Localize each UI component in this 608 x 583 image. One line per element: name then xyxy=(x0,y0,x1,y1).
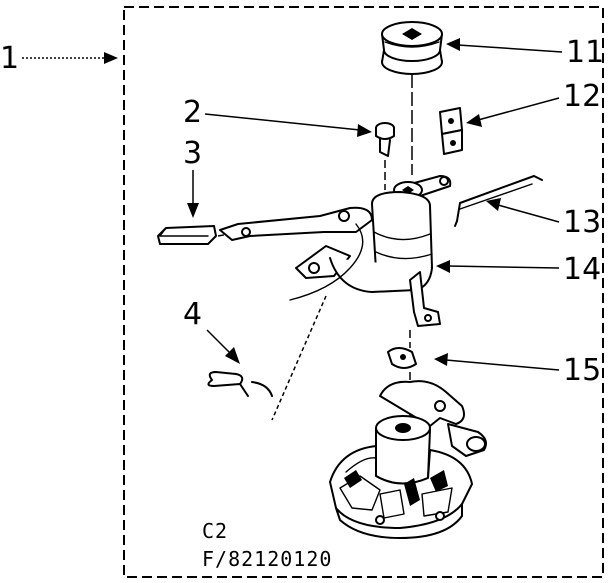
callout-14-label: 14 xyxy=(563,252,601,287)
caption-figure-number: F/82120120 xyxy=(202,547,332,571)
wire-rod-part xyxy=(454,175,543,227)
callout-4-label: 4 xyxy=(183,297,202,332)
bracket-part xyxy=(439,107,463,155)
callout-14: 14 xyxy=(436,252,601,287)
callout-15: 15 xyxy=(434,353,601,388)
callout-2: 2 xyxy=(183,95,372,137)
pulley-part xyxy=(381,21,443,75)
figure-caption: C2 F/82120120 xyxy=(202,519,332,571)
callout-3: 3 xyxy=(183,136,202,218)
base-assembly xyxy=(329,380,487,539)
callout-11: 11 xyxy=(446,35,604,70)
screw-part xyxy=(375,122,395,190)
washer-part xyxy=(387,347,417,369)
spring-clip-part xyxy=(207,371,273,397)
callout-12: 12 xyxy=(466,79,601,127)
callout-2-label: 2 xyxy=(183,95,202,130)
callout-12-label: 12 xyxy=(563,79,601,114)
callout-1: 1 xyxy=(0,41,118,76)
caption-code: C2 xyxy=(202,519,228,543)
actuator-housing-part xyxy=(219,175,452,327)
callout-13-label: 13 xyxy=(563,205,601,240)
callout-11-label: 11 xyxy=(566,35,604,70)
callout-4: 4 xyxy=(183,297,240,364)
callout-1-label: 1 xyxy=(0,41,19,76)
callout-13: 13 xyxy=(486,198,601,240)
callout-3-label: 3 xyxy=(183,136,202,171)
callout-15-label: 15 xyxy=(563,353,601,388)
